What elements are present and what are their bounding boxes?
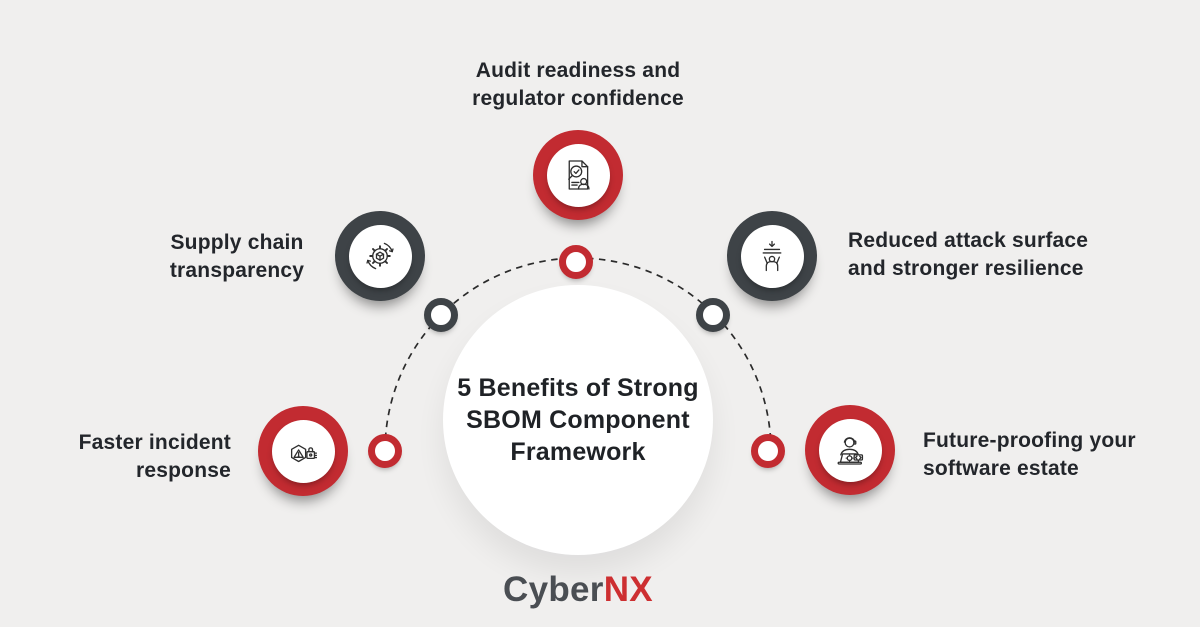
brand-logo: CyberNX <box>378 570 778 610</box>
benefit-label-reduced: Reduced attack surface and stronger resi… <box>848 229 1089 280</box>
developer-laptop-icon <box>837 437 864 465</box>
incident-alert-lock-icon <box>290 444 318 463</box>
center-circle: 5 Benefits of Strong SBOM Component Fram… <box>443 285 713 555</box>
benefit-label-audit: Audit readiness and regulator confidence <box>472 59 684 110</box>
benefit-circle-supply-inner <box>348 224 412 288</box>
benefit-label-supply: Supply chain transparency <box>169 231 305 282</box>
benefit-circle-supply <box>335 211 425 301</box>
benefit-circle-reduced <box>727 211 817 301</box>
benefit-circle-future-inner <box>818 418 882 482</box>
center-title: 5 Benefits of Strong SBOM Component Fram… <box>457 374 699 466</box>
benefit-circle-audit <box>533 130 623 220</box>
benefit-circle-incident <box>258 406 348 496</box>
arc-node-top <box>559 245 593 279</box>
benefit-circle-audit-inner <box>546 143 610 207</box>
attack-surface-reduction-icon <box>762 240 782 272</box>
arc-node-lower-left <box>368 434 402 468</box>
logo-cyber: Cyber <box>503 570 604 609</box>
benefit-label-future: Future-proofing your software estate <box>923 429 1136 480</box>
arc-node-upper-right <box>696 298 730 332</box>
benefit-circle-future <box>805 405 895 495</box>
arc-node-lower-right <box>751 434 785 468</box>
benefit-label-incident: Faster incident response <box>78 431 231 482</box>
logo-nx: NX <box>603 570 653 609</box>
benefit-circle-reduced-inner <box>740 224 804 288</box>
arc-node-upper-left <box>424 298 458 332</box>
audit-report-magnifier-icon <box>568 160 590 190</box>
supply-chain-gear-icon <box>366 242 394 270</box>
benefit-circle-incident-inner <box>271 419 335 483</box>
